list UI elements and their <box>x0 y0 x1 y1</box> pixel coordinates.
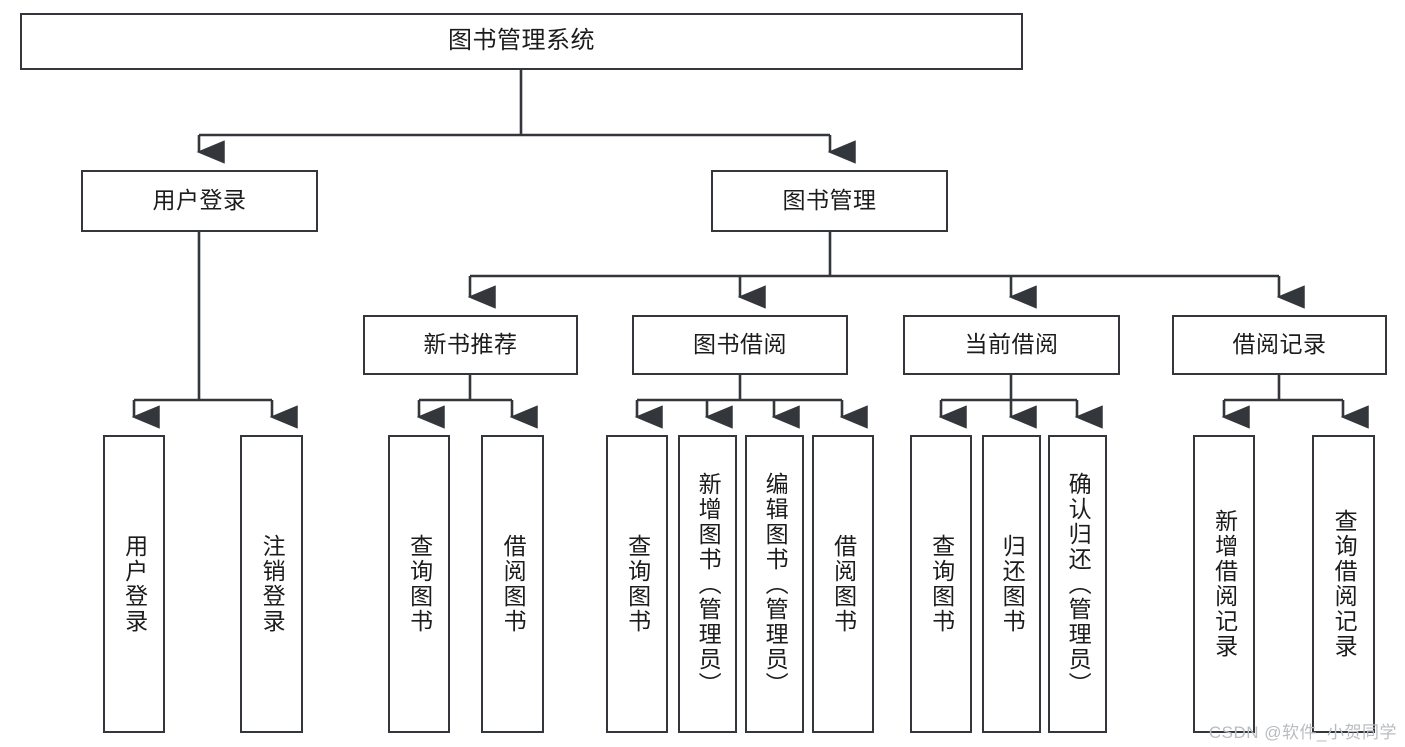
node-label: 借阅记录 <box>1232 331 1327 358</box>
node-label: 查询图书 <box>928 534 955 634</box>
node-new-book-recommend[interactable]: 新书推荐 <box>363 315 578 375</box>
node-leaf-borrow-book-2[interactable]: 借阅图书 <box>812 435 874 733</box>
node-leaf-user-login[interactable]: 用户登录 <box>103 435 165 733</box>
node-label: 图书管理系统 <box>448 27 595 55</box>
node-label: 查询借阅记录 <box>1331 509 1358 659</box>
watermark: CSDN @软件_小贺同学 <box>1208 723 1397 742</box>
node-user-login[interactable]: 用户登录 <box>81 170 318 232</box>
node-leaf-add-record[interactable]: 新增借阅记录 <box>1193 435 1255 733</box>
node-label: 图书管理 <box>782 187 877 214</box>
node-label: 注销登录 <box>259 534 286 634</box>
node-label: 确认归还（管理员） <box>1065 471 1092 697</box>
node-leaf-query-book-2[interactable]: 查询图书 <box>606 435 668 733</box>
node-leaf-return-book[interactable]: 归还图书 <box>982 435 1041 733</box>
node-book-borrow[interactable]: 图书借阅 <box>632 315 848 375</box>
node-leaf-query-record[interactable]: 查询借阅记录 <box>1312 435 1375 733</box>
node-label: 图书借阅 <box>693 331 787 358</box>
node-leaf-borrow-book-1[interactable]: 借阅图书 <box>481 435 544 733</box>
node-root-system[interactable]: 图书管理系统 <box>20 13 1023 70</box>
node-label: 编辑图书（管理员） <box>762 471 789 697</box>
node-label: 用户登录 <box>152 187 247 214</box>
node-label: 查询图书 <box>624 534 651 634</box>
node-label: 新增图书（管理员） <box>695 471 722 697</box>
node-leaf-logout[interactable]: 注销登录 <box>240 435 303 733</box>
node-label: 用户登录 <box>121 534 148 634</box>
node-borrow-record[interactable]: 借阅记录 <box>1172 315 1387 375</box>
node-label: 借阅图书 <box>830 534 857 634</box>
node-leaf-query-book-1[interactable]: 查询图书 <box>388 435 450 733</box>
node-leaf-confirm-return[interactable]: 确认归还（管理员） <box>1048 435 1107 733</box>
node-label: 借阅图书 <box>500 534 527 634</box>
node-book-management[interactable]: 图书管理 <box>711 170 948 232</box>
node-label: 新增借阅记录 <box>1211 509 1238 659</box>
node-label: 当前借阅 <box>964 331 1059 358</box>
node-label: 新书推荐 <box>423 331 518 358</box>
node-leaf-edit-book[interactable]: 编辑图书（管理员） <box>745 435 804 733</box>
node-label: 查询图书 <box>406 534 433 634</box>
node-leaf-query-book-3[interactable]: 查询图书 <box>910 435 972 733</box>
node-label: 归还图书 <box>999 534 1026 634</box>
node-current-borrow[interactable]: 当前借阅 <box>903 315 1120 375</box>
node-leaf-add-book[interactable]: 新增图书（管理员） <box>678 435 737 733</box>
